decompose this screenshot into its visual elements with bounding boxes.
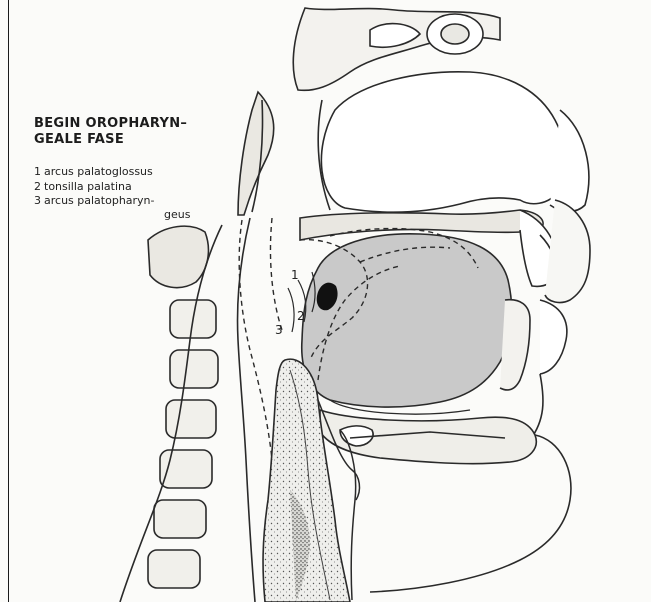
title-line-1: BEGIN OROPHARYN– xyxy=(34,116,244,132)
legend-item: 1 arcus palatoglossus xyxy=(34,165,214,180)
callout-2: 2 xyxy=(297,309,305,323)
legend-number: 1 xyxy=(34,165,44,180)
legend-number: 3 xyxy=(34,194,44,209)
legend-number: 2 xyxy=(34,180,44,195)
title-line-2: GEALE FASE xyxy=(34,132,244,148)
legend-item: 3 arcus palatopharyn- xyxy=(34,194,214,209)
tongue xyxy=(302,234,512,414)
diagram-title: BEGIN OROPHARYN– GEALE FASE xyxy=(34,116,244,148)
upper-lip xyxy=(545,200,590,302)
legend-label: arcus palatopharyn- xyxy=(44,194,155,209)
callout-3: 3 xyxy=(275,323,283,337)
nasal-cavity xyxy=(318,72,589,212)
legend-label: arcus palatoglossus xyxy=(44,165,153,180)
legend-label: tonsilla palatina xyxy=(44,180,132,195)
legend-item: 2 tonsilla palatina xyxy=(34,180,214,195)
legend-continuation: geus xyxy=(34,209,214,220)
callout-1: 1 xyxy=(291,268,299,282)
mandible xyxy=(320,410,571,592)
legend: 1 arcus palatoglossus 2 tonsilla palatin… xyxy=(34,165,214,220)
